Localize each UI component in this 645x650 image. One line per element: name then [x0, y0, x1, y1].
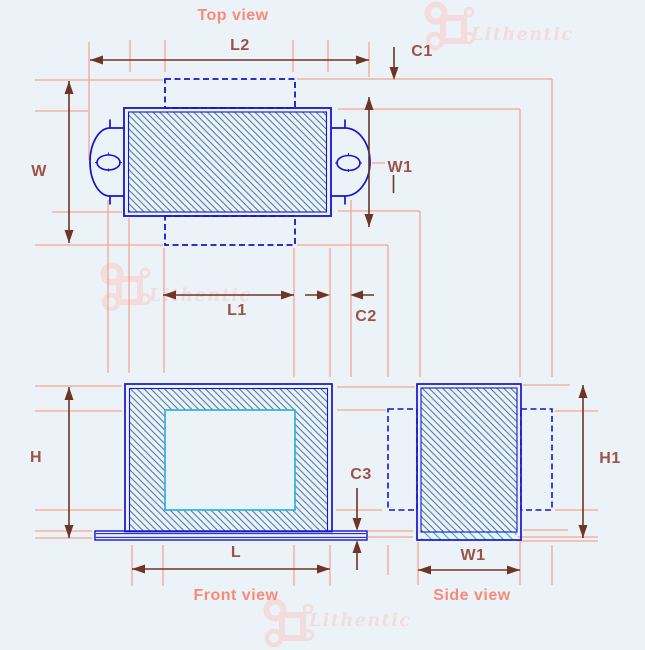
- side-body-inner-outline: [420, 387, 518, 533]
- dim-label-l: L: [231, 544, 241, 561]
- front-core-window: [164, 409, 296, 511]
- dimension-w1-top: W1: [364, 97, 413, 227]
- dim-label-h1: H1: [599, 450, 620, 467]
- mounting-ear-right: [331, 119, 371, 205]
- top-view-title: Top view: [197, 7, 268, 24]
- dimension-l: L: [132, 544, 330, 574]
- extension-lines-horizontal: [35, 78, 598, 542]
- side-body-outline: [416, 383, 522, 541]
- dim-label-c1: C1: [411, 43, 432, 60]
- dimension-c2: C2: [305, 290, 376, 325]
- top-body-inner-outline: [127, 111, 328, 213]
- watermark-text: Lithentic: [148, 286, 252, 306]
- dimension-l2: L2: [90, 37, 369, 65]
- top-lamination-lower: [164, 215, 296, 246]
- side-lamination-right: [520, 408, 553, 511]
- lithentic-logo-icon: [263, 598, 314, 648]
- top-view: [89, 78, 371, 246]
- mounting-hole-right-centermarks: [335, 153, 362, 172]
- dimension-w: W: [31, 81, 74, 243]
- dim-label-c2: C2: [355, 308, 376, 325]
- side-base-hatch: [421, 532, 517, 540]
- dimension-h1: H1: [578, 385, 620, 538]
- dimension-w1-side: W1: [418, 547, 520, 575]
- side-body-hatch: [421, 388, 517, 532]
- dim-label-c3: C3: [350, 466, 371, 483]
- dim-label-l2: L2: [230, 37, 250, 54]
- side-view: [387, 383, 553, 541]
- dim-label-l1: L1: [227, 302, 247, 319]
- watermark-center-left: Lithentic: [100, 262, 252, 312]
- top-body-outline: [123, 107, 332, 217]
- top-lamination-upper: [164, 78, 296, 109]
- dim-label-w1-side: W1: [461, 547, 486, 564]
- side-lamination-left: [387, 408, 418, 511]
- mounting-hole-left-centermarks: [95, 152, 122, 172]
- front-mounting-base: [94, 530, 368, 541]
- dimension-h: H: [30, 387, 74, 538]
- lithentic-logo-icon: [424, 1, 475, 51]
- dim-label-h: H: [30, 449, 42, 466]
- lithentic-logo-icon: [100, 262, 151, 312]
- top-body-hatch: [129, 112, 326, 212]
- dim-label-w1-top: W1: [388, 159, 413, 176]
- watermark-text: Lithentic: [308, 611, 412, 631]
- watermark-bottom-center: Lithentic: [263, 598, 412, 648]
- dimension-c1: C1: [389, 43, 432, 80]
- front-view-title: Front view: [193, 587, 278, 604]
- side-view-title: Side view: [433, 587, 510, 604]
- dimension-l1: L1: [163, 290, 294, 319]
- mounting-hole-right: [336, 154, 361, 172]
- front-view: [94, 383, 368, 541]
- front-mounting-base-inner-lines: [96, 533, 366, 538]
- mounting-hole-left: [96, 154, 121, 171]
- watermark-text: Lithentic: [470, 25, 574, 45]
- dim-label-w: W: [31, 163, 47, 180]
- dimension-c3: C3: [350, 466, 371, 570]
- mounting-ear-left: [89, 119, 124, 205]
- watermark-top-right: Lithentic: [424, 1, 574, 51]
